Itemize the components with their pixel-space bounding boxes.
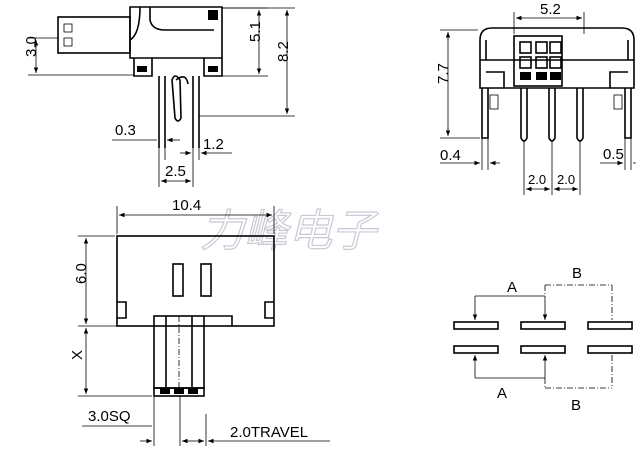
dim-top-actuator-size: 3.0SQ bbox=[88, 408, 131, 425]
switch-schematic: A B A B bbox=[453, 265, 633, 414]
dim-end-right-offset: 0.5 bbox=[603, 146, 624, 163]
dim-side-pin-offset: 1.2 bbox=[203, 136, 224, 153]
side-view: 3.0 5.1 8.2 0.3 1.2 2.5 bbox=[23, 6, 295, 187]
schematic-label-b-bottom: B bbox=[571, 397, 581, 414]
dim-side-height-51: 5.1 bbox=[247, 21, 264, 42]
schematic-label-a-top: A bbox=[507, 279, 517, 296]
dim-top-actuator: X bbox=[69, 350, 86, 360]
dim-end-top-width: 5.2 bbox=[540, 1, 561, 18]
dim-side-pin-width: 0.3 bbox=[115, 122, 136, 139]
dim-side-pin-pitch: 2.5 bbox=[165, 163, 186, 180]
schematic-label-b-top: B bbox=[572, 265, 582, 282]
dim-side-height-body: 3.0 bbox=[23, 36, 40, 57]
dim-side-height-82: 8.2 bbox=[275, 41, 292, 62]
top-view: 10.4 6.0 X 3.0SQ 2.0TRAVEL bbox=[69, 197, 330, 446]
dim-top-width: 6.0 bbox=[73, 263, 90, 284]
dim-end-pitch-1: 2.0 bbox=[528, 172, 546, 187]
dim-end-height: 7.7 bbox=[435, 63, 452, 84]
dim-end-left-offset: 0.4 bbox=[440, 147, 461, 164]
end-view: 5.2 7.7 0.4 0.5 2.0 2.0 bbox=[435, 1, 636, 195]
dim-end-pitch-2: 2.0 bbox=[557, 172, 575, 187]
dim-top-length: 10.4 bbox=[172, 197, 201, 214]
watermark: 力峰电子 bbox=[200, 206, 379, 257]
dim-top-travel: 2.0TRAVEL bbox=[230, 424, 308, 441]
schematic-label-a-bottom: A bbox=[497, 385, 507, 402]
